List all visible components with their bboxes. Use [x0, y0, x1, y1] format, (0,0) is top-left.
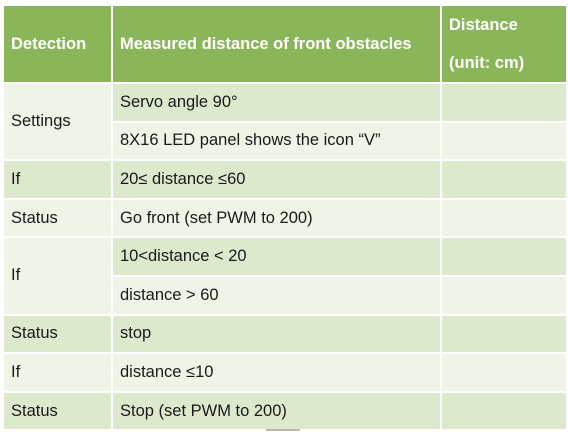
table-row: Settings Servo angle 90°	[2, 81, 568, 162]
empty-cell	[440, 197, 568, 239]
if-label: If	[2, 236, 113, 316]
led-icon-cell: 8X16 LED panel shows the icon “V”	[111, 120, 442, 162]
table-row: If distance ≤10	[2, 352, 568, 393]
if-condition-cell: 20≤ distance ≤60	[111, 159, 442, 200]
header-distance-unit: Distance (unit: cm)	[440, 4, 568, 84]
if-condition-cell: distance > 60	[111, 274, 442, 316]
rules-table: Detection Measured distance of front obs…	[2, 4, 568, 432]
empty-cell	[440, 274, 568, 316]
table-row: 8X16 LED panel shows the icon “V”	[3, 120, 568, 162]
empty-cell	[440, 236, 568, 277]
if-condition-cell: 10<distance < 20	[111, 236, 442, 277]
empty-cell	[440, 352, 568, 393]
header-unit: (unit: cm)	[449, 54, 525, 72]
table-row: distance > 60	[3, 274, 568, 316]
status-action-cell: Stop (set PWM to 200)	[111, 390, 442, 432]
divider	[266, 429, 300, 431]
status-label: Status	[2, 390, 113, 432]
header-detection: Detection	[2, 4, 113, 84]
header-distance: Distance	[449, 16, 518, 34]
empty-cell	[440, 313, 568, 355]
if-condition-cell: distance ≤10	[111, 352, 442, 393]
table-row: Status stop	[2, 313, 568, 355]
if-label: If	[2, 159, 113, 200]
header-row: Detection Measured distance of front obs…	[2, 4, 568, 84]
settings-label: Settings	[2, 81, 113, 162]
empty-cell	[440, 82, 568, 123]
empty-cell	[440, 390, 568, 432]
table-row: Status Stop (set PWM to 200)	[2, 390, 568, 432]
header-measured-distance: Measured distance of front obstacles	[111, 4, 442, 84]
empty-cell	[440, 120, 568, 162]
table-row: If 20≤ distance ≤60	[2, 159, 568, 200]
table-row: If 10<distance < 20	[2, 236, 568, 316]
servo-angle-cell: Servo angle 90°	[111, 82, 442, 123]
if-label: If	[2, 352, 113, 393]
table-row: Status Go front (set PWM to 200)	[2, 197, 568, 239]
status-label: Status	[2, 313, 113, 355]
empty-cell	[440, 159, 568, 200]
status-action-cell: Go front (set PWM to 200)	[111, 197, 442, 239]
status-label: Status	[2, 197, 113, 239]
status-action-cell: stop	[111, 313, 442, 355]
